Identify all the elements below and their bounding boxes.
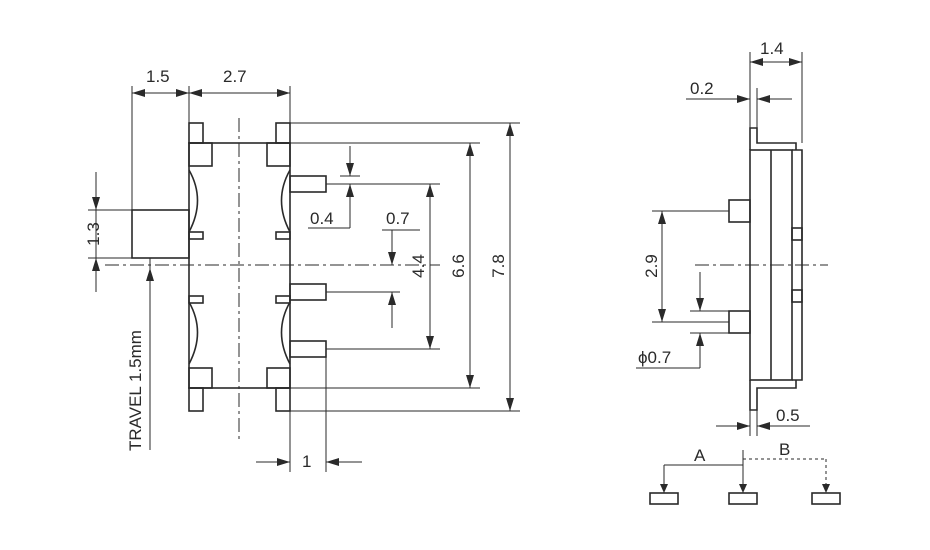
dim-1-label: 1 [302,452,311,471]
position-b-label: B [779,440,790,459]
position-a-label: A [694,446,706,465]
bottom-right-tab [275,387,291,412]
dim-0-2-label: 0.2 [690,79,714,98]
dim-1-3-label: 1.3 [84,222,103,246]
top-right-corner-block [266,142,291,167]
right-upper-curve [280,169,291,233]
top-left-tab [188,122,204,144]
terminal-1 [649,492,679,505]
terminal-3 [811,492,841,505]
top-left-corner-block [188,142,213,167]
dim-7-8-label: 7.8 [489,254,508,278]
dim-2-7-label: 2.7 [223,67,247,86]
top-right-tab [275,122,291,144]
circuit-schematic: A B [649,440,841,505]
bottom-left-corner-block [188,367,213,389]
dim-2-9-label: 2.9 [642,254,661,278]
side-view: 1.4 0.2 2.9 ϕ0.7 0.5 [636,39,828,436]
pin-2 [289,283,327,301]
dim-1-4-label: 1.4 [760,39,784,58]
dim-1-5-label: 1.5 [146,67,170,86]
left-lower-curve [188,301,199,365]
pin-1 [289,175,327,193]
left-upper-curve [188,169,199,233]
dim-6-6-label: 6.6 [449,254,468,278]
pin-3 [289,340,327,358]
right-lower-curve [280,301,291,365]
dim-0-4-label: 0.4 [310,209,334,228]
slide-actuator [131,209,190,259]
front-view: 1.5 2.7 1.3 TRAVEL 1.5mm 0.4 [84,67,520,472]
side-bottom-frame-lead [749,380,797,411]
side-top-frame-lead [749,127,797,150]
dim-0-5-label: 0.5 [776,406,800,425]
bottom-left-tab [188,387,204,412]
terminal-2 [728,492,758,505]
side-pin-upper [728,199,751,223]
travel-label: TRAVEL 1.5mm [126,330,145,451]
bottom-right-corner-block [266,367,291,389]
dim-0-7-label: 0.7 [386,209,410,228]
side-pin-lower [728,310,751,334]
dim-phi-0-7-label: ϕ0.7 [638,348,671,367]
dim-4-4-label: 4.4 [409,254,428,278]
